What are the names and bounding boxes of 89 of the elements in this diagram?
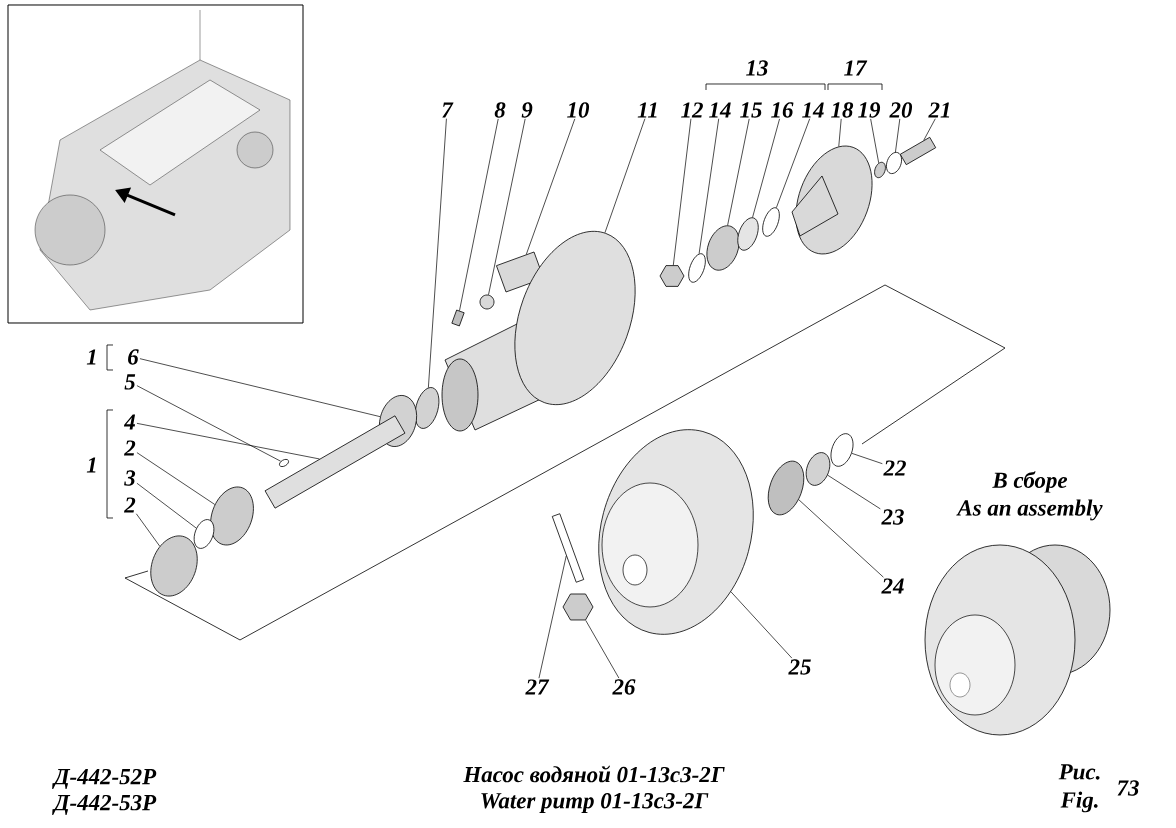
key	[279, 459, 289, 467]
washer	[886, 152, 902, 174]
housing-flange	[514, 231, 636, 405]
model-label: Д-442-53Р	[52, 794, 157, 815]
leader-line	[895, 118, 901, 153]
hub	[791, 145, 873, 255]
leader-line	[136, 482, 197, 529]
leader-line	[730, 591, 793, 659]
bearing	[706, 225, 740, 271]
washer	[688, 253, 706, 283]
castle-nut	[562, 593, 594, 621]
figure-number: Рис.	[1058, 764, 1100, 780]
callout-number: 26	[612, 679, 636, 695]
callout-number: 12	[681, 102, 703, 118]
fitting	[451, 309, 465, 327]
callout-number: 11	[637, 102, 657, 118]
leader-line	[136, 423, 320, 460]
bearing	[210, 486, 254, 546]
leader-line	[752, 118, 780, 218]
callout-number: 20	[889, 102, 913, 118]
callout-number: 18	[831, 102, 854, 118]
spring	[737, 217, 759, 251]
leader-line	[838, 118, 842, 147]
callout-number: 21	[928, 102, 950, 118]
callout-number: 9	[521, 102, 533, 118]
caption-text: В сборе	[992, 471, 1068, 493]
callout-number: 14	[802, 102, 824, 118]
ring	[762, 207, 780, 237]
callout-number: 6	[128, 349, 139, 365]
callout-number: 8	[494, 102, 506, 118]
leader-line	[672, 118, 692, 266]
callout-number: 17	[844, 60, 868, 76]
figure-number: Fig.	[1060, 791, 1098, 813]
bearing	[150, 535, 198, 597]
callout-number: 1	[86, 457, 96, 473]
leader-line	[698, 118, 720, 255]
callout-number: 23	[881, 509, 904, 525]
shaft	[264, 415, 406, 509]
leader-line	[488, 118, 526, 296]
leader-line	[923, 118, 936, 141]
callout-number: 2	[124, 440, 136, 456]
callout-number: 24	[881, 578, 904, 594]
callout-number: 1	[86, 349, 96, 365]
leader-line	[525, 118, 576, 255]
washer	[874, 161, 886, 179]
leader-line	[428, 118, 447, 388]
bearing	[805, 452, 831, 486]
seal	[767, 460, 805, 516]
leader-line	[604, 118, 646, 234]
callout-number: 2	[124, 497, 136, 513]
leader-line	[870, 118, 880, 164]
pulley	[598, 429, 754, 635]
leader-line	[798, 499, 884, 578]
callout-number: 15	[740, 102, 762, 118]
leader-line	[136, 513, 161, 547]
callout-number: 5	[124, 374, 136, 390]
callout-number: 10	[567, 102, 590, 118]
callout-number: 22	[883, 460, 906, 476]
leader-line	[585, 620, 620, 679]
bearing	[414, 387, 440, 429]
callout-number: 25	[788, 659, 811, 675]
leader-line	[776, 118, 811, 208]
leader-line	[727, 118, 750, 226]
callout-number: 27	[525, 679, 550, 695]
callout-number: 19	[858, 102, 881, 118]
callout-number: 16	[771, 102, 794, 118]
caption-text: As an assembly	[956, 499, 1103, 521]
caption-text: Насос водяной 01-13с3-2Г	[463, 765, 725, 783]
leader-line	[136, 385, 282, 462]
leader-line	[459, 118, 499, 311]
figure-number: 73	[1117, 780, 1139, 796]
callout-number: 13	[746, 60, 768, 76]
circlip	[830, 433, 854, 467]
leader-line	[136, 452, 216, 505]
bolt	[899, 136, 937, 166]
caption-text: Water pump 01-13с3-2Г	[481, 792, 709, 814]
leader-line	[139, 358, 381, 418]
callout-number: 4	[123, 414, 136, 430]
callout-number: 7	[442, 102, 454, 118]
plug	[479, 294, 495, 310]
callout-number: 14	[709, 102, 731, 118]
leader-line	[827, 474, 881, 510]
callout-number: 3	[124, 470, 136, 486]
model-label: Д-442-52Р	[52, 768, 157, 789]
cotter-pin	[551, 513, 585, 583]
leader-line	[851, 452, 883, 465]
leader-line	[538, 555, 567, 679]
ring	[193, 519, 215, 549]
nut	[659, 265, 685, 287]
